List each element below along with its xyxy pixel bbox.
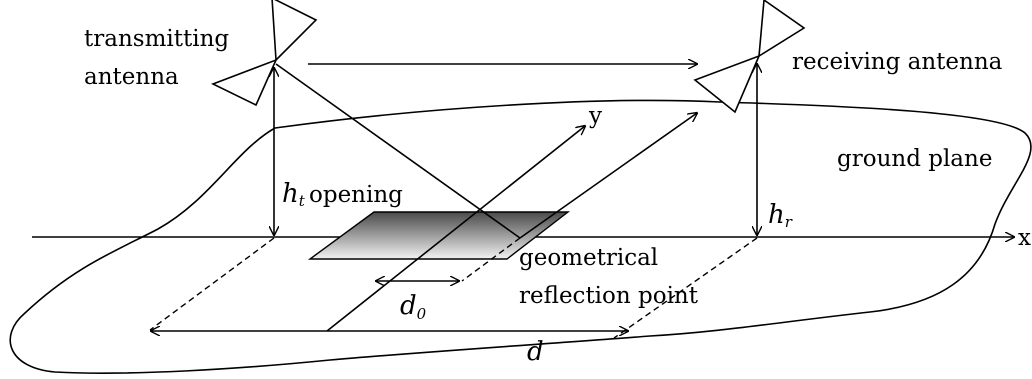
tx-projection-dash [149, 237, 275, 331]
reflected-ray [519, 113, 697, 239]
receiving-antenna-label: receiving antenna [792, 49, 1003, 75]
rx-projection-dash [613, 237, 758, 339]
transmitting-label-line1: transmitting [84, 26, 229, 52]
d-symbol: d [527, 337, 544, 367]
geometrical-label: geometrical [519, 245, 658, 271]
y-axis-label: y [588, 103, 602, 129]
d0-symbol: d0 [400, 291, 427, 323]
incident-ray [275, 63, 521, 239]
receiving-antenna-icon [693, 0, 806, 114]
transmitting-antenna-icon [210, 0, 318, 107]
opening-label: opening [309, 182, 403, 208]
ht-symbol: ht [282, 179, 306, 210]
y-axis [326, 126, 585, 332]
reflection-point-dash [461, 237, 521, 282]
x-axis-label: x [1018, 225, 1031, 251]
ground-plane-outline [9, 99, 1032, 374]
reflection-point-label: reflection point [519, 283, 699, 309]
transmitting-label-line2: antenna [84, 64, 179, 90]
opening-region [307, 211, 571, 260]
hr-symbol: hr [768, 200, 793, 231]
ground-plane-label: ground plane [837, 146, 992, 172]
